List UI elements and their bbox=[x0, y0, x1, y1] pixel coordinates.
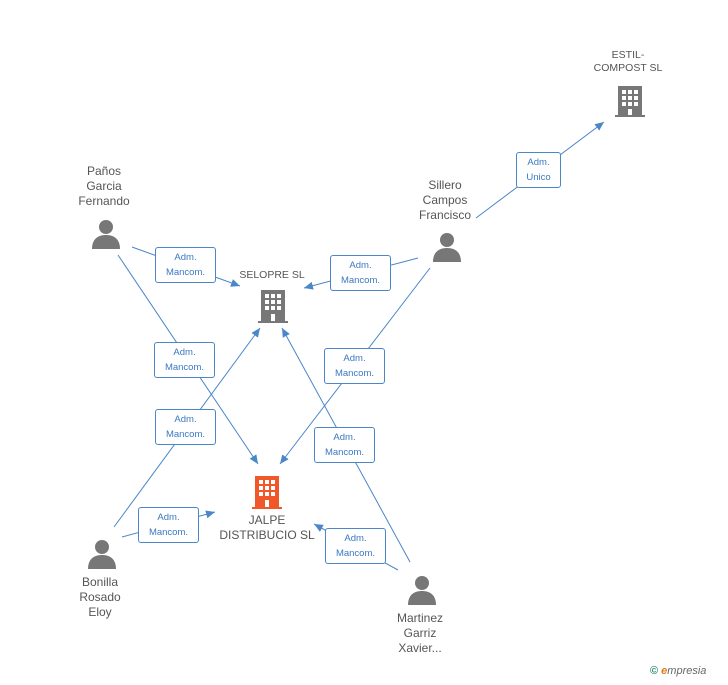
jalpe-distribucio-building-icon[interactable] bbox=[251, 474, 283, 510]
empresia-logo[interactable]: © empresia bbox=[650, 665, 706, 677]
jalpe-distribucio-label[interactable]: JALPE DISTRIBUCIO SL bbox=[219, 513, 315, 542]
copyright-icon: © bbox=[650, 665, 659, 677]
martinez-label[interactable]: Martinez Garriz Xavier... bbox=[396, 611, 443, 655]
panos-person-icon[interactable] bbox=[91, 218, 121, 250]
selopre-label[interactable]: SELOPRE SL bbox=[239, 269, 305, 281]
logo-wordmark: mpresia bbox=[667, 665, 707, 677]
edge-label-panos-selopre[interactable]: Adm.Mancom. bbox=[155, 247, 216, 283]
selopre-building-icon[interactable] bbox=[257, 288, 289, 324]
edge-label-panos-jalpe[interactable]: Adm.Mancom. bbox=[154, 342, 215, 378]
edge-label-sillero-jalpe[interactable]: Adm.Mancom. bbox=[324, 348, 385, 384]
sillero-label[interactable]: Sillero Campos Francisco bbox=[418, 178, 471, 222]
bonilla-person-icon[interactable] bbox=[87, 538, 117, 570]
panos-label[interactable]: Paños Garcia Fernando bbox=[78, 164, 130, 208]
edge-label-martinez-selopre[interactable]: Adm.Mancom. bbox=[314, 427, 375, 463]
estil-compost-building-icon[interactable] bbox=[614, 84, 646, 118]
sillero-person-icon[interactable] bbox=[432, 231, 462, 263]
edge-label-sillero-selopre[interactable]: Adm.Mancom. bbox=[330, 255, 391, 291]
bonilla-label[interactable]: Bonilla Rosado Eloy bbox=[79, 575, 121, 619]
martinez-person-icon[interactable] bbox=[407, 574, 437, 606]
estil-compost-label[interactable]: ESTIL- COMPOST SL bbox=[593, 49, 663, 74]
edge-label-bonilla-jalpe[interactable]: Adm.Mancom. bbox=[138, 507, 199, 543]
edge-label-bonilla-selopre[interactable]: Adm.Mancom. bbox=[155, 409, 216, 445]
logo-e: e bbox=[661, 665, 668, 677]
edge-label-sillero-estil[interactable]: Adm.Unico bbox=[516, 152, 561, 188]
edge-label-martinez-jalpe[interactable]: Adm.Mancom. bbox=[325, 528, 386, 564]
